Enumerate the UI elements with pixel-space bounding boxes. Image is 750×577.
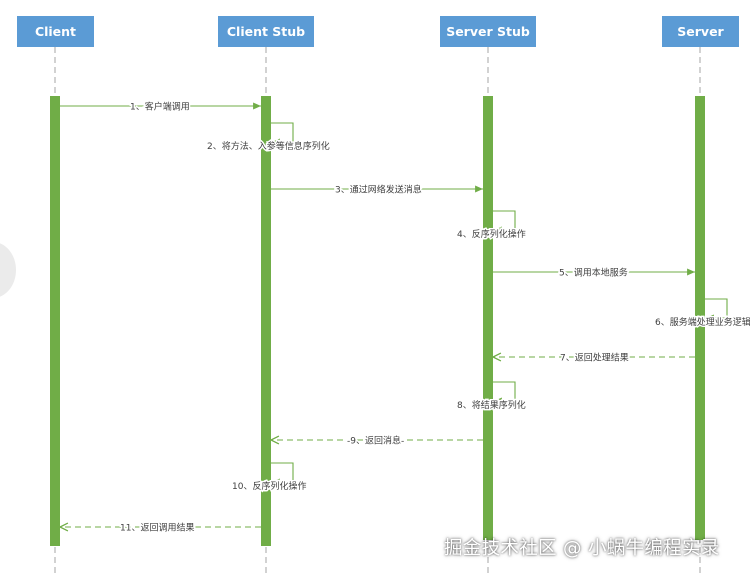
activation-bar-client-stub xyxy=(261,96,271,546)
message-1-label: 1、客户端调用 xyxy=(130,101,190,113)
participant-server-stub-box xyxy=(440,16,536,47)
activation-bar-server-stub xyxy=(483,96,493,540)
message-4-label: 4、反序列化操作 xyxy=(457,228,526,240)
side-scroll-handle[interactable] xyxy=(0,242,16,298)
message-8-label: 8、将结果序列化 xyxy=(457,399,526,411)
participant-server-label: Server xyxy=(677,24,724,39)
watermark: 掘金技术社区 @ 小蜗牛编程实录 xyxy=(444,538,720,559)
message-2-label: 2、将方法、入参等信息序列化 xyxy=(207,140,330,152)
participant-client-label: Client xyxy=(35,24,76,39)
message-7-label: 7、返回处理结果 xyxy=(560,352,629,364)
activation-bar-server xyxy=(695,96,705,540)
message-10-self-arrow xyxy=(271,462,294,486)
message-10-label: 10、反序列化操作 xyxy=(232,480,306,492)
participant-client-box xyxy=(17,16,94,47)
message-9-label: -9、返回消息- xyxy=(347,435,404,447)
message-5-label: 5、调用本地服务 xyxy=(559,267,628,279)
participant-client-stub-box xyxy=(218,16,314,47)
message-2-self-arrow xyxy=(271,122,294,146)
message-11-label: 11、返回调用结果 xyxy=(120,522,194,534)
message-3-label: 3、通过网络发送消息 xyxy=(335,184,422,196)
message-4-self-arrow xyxy=(493,210,516,234)
participant-client-stub-label: Client Stub xyxy=(227,24,305,39)
message-6-self-arrow xyxy=(705,298,728,322)
message-6-label: 6、服务端处理业务逻辑 xyxy=(655,316,750,328)
message-8-self-arrow xyxy=(493,381,516,405)
participant-server-box xyxy=(662,16,739,47)
participant-server-stub-label: Server Stub xyxy=(446,24,530,39)
activation-bar-client xyxy=(50,96,60,546)
